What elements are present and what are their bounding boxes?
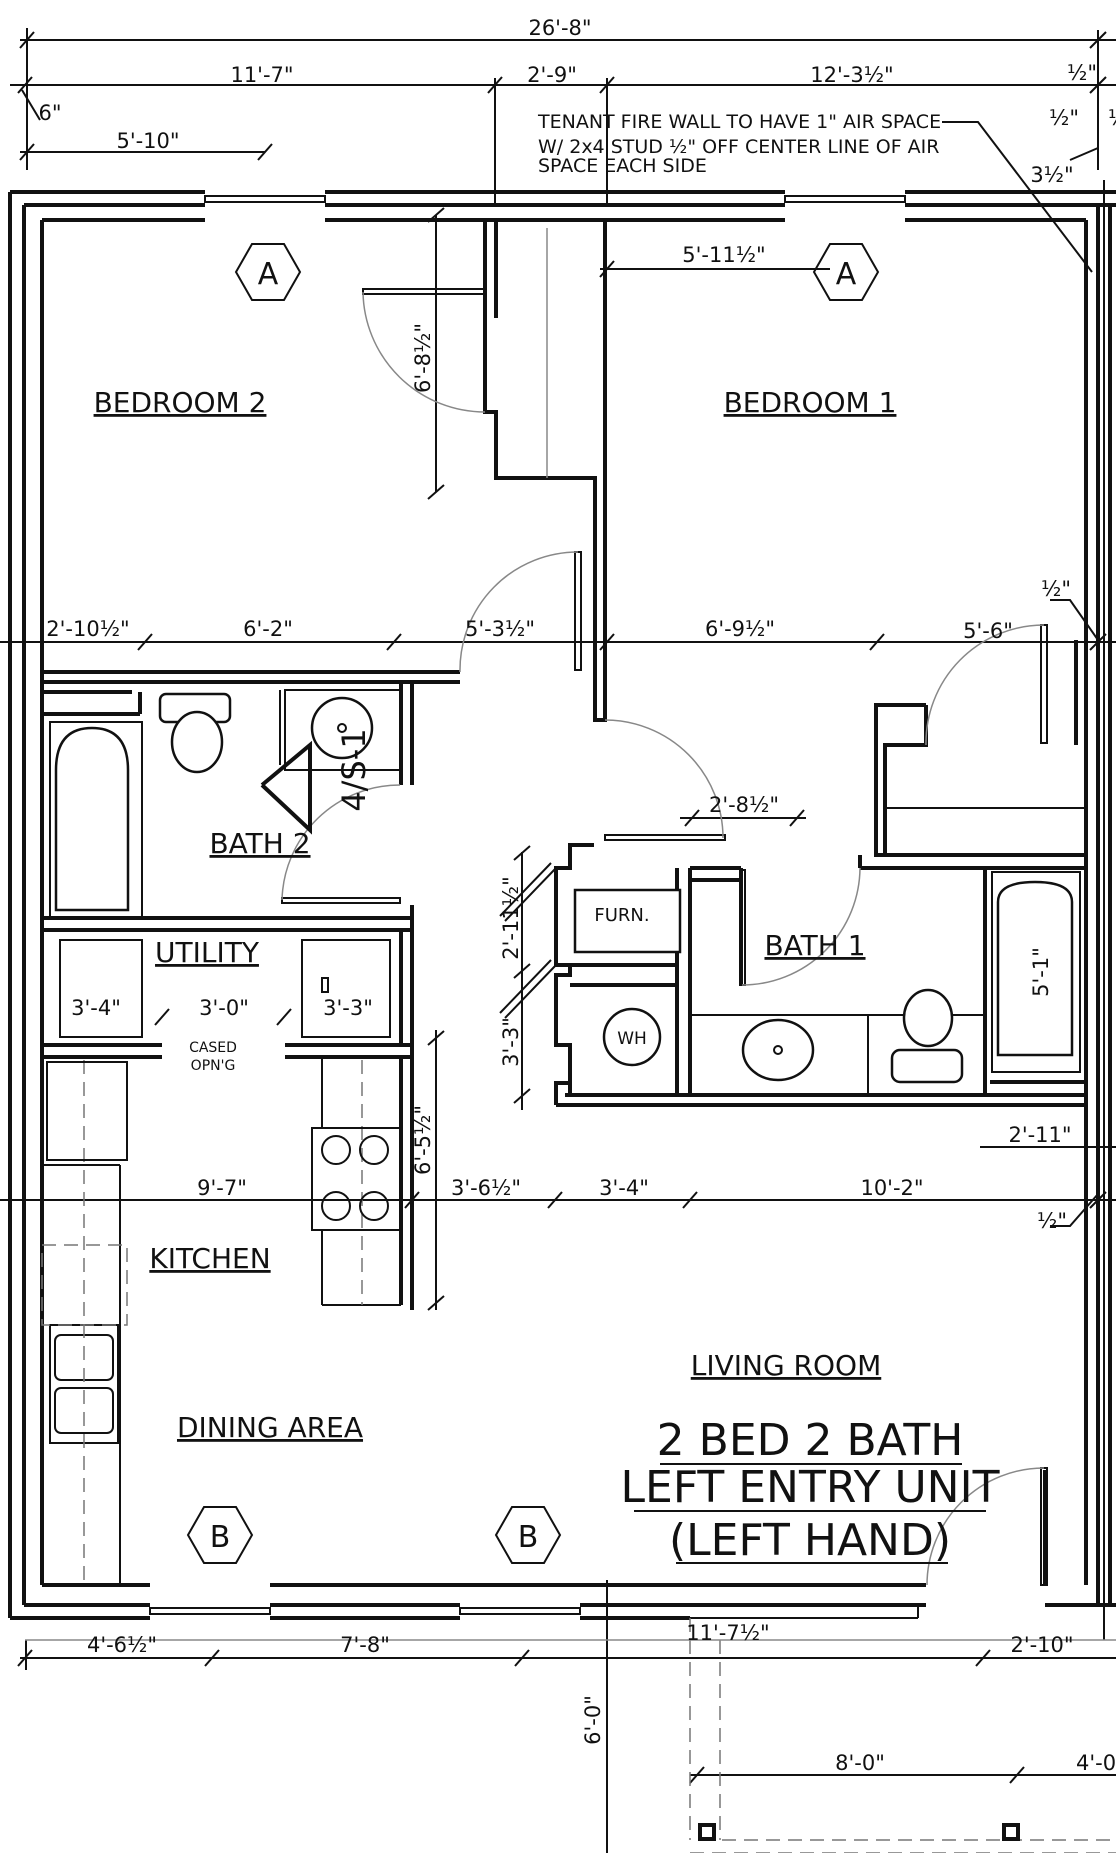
- dim-5-10: 5'-10": [116, 129, 179, 153]
- dim-11-7h: 11'-7½": [686, 1621, 769, 1645]
- dim-2-8h: 2'-8½": [709, 793, 779, 817]
- dim-3-0: 3'-0": [199, 996, 249, 1020]
- dim-3h: 3½": [1030, 163, 1073, 187]
- title-line-3: (LEFT HAND): [669, 1515, 951, 1566]
- room-bath-2: BATH 2: [209, 827, 310, 860]
- dim-5-3h: 5'-3½": [465, 617, 535, 641]
- tag-b1-label: B: [210, 1520, 231, 1555]
- dim-2-11: 2'-11": [1008, 1123, 1071, 1147]
- laundry-dryer: [301, 939, 391, 1038]
- dim-3-4: 3'-4": [599, 1176, 649, 1200]
- tag-a2-label: A: [836, 257, 857, 292]
- dim-4-0: 4'-0: [1076, 1751, 1116, 1775]
- toilet-bowl-1: [902, 988, 954, 1048]
- furnace-label: FURN.: [594, 905, 649, 926]
- dim-3-3-closet: 3'-3": [499, 1017, 523, 1067]
- room-kitchen: KITCHEN: [149, 1242, 270, 1275]
- dim-5-1: 5'-1": [1029, 947, 1053, 997]
- bathtub-1: [996, 880, 1074, 1057]
- dim-half-top: ½": [1067, 61, 1097, 85]
- note-line-2: W/ 2x4 STUD ½" OFF CENTER LINE OF AIR: [538, 136, 940, 158]
- note-line-1: TENANT FIRE WALL TO HAVE 1" AIR SPACE: [537, 111, 941, 133]
- dim-half-r1: ½": [1049, 106, 1079, 130]
- hex-tag-a1: [234, 243, 302, 301]
- hex-tag-a2: [812, 243, 880, 301]
- dim-2-9: 2'-9": [527, 63, 577, 87]
- water-heater-label: WH: [617, 1029, 647, 1049]
- dim-3-4-utility: 3'-4": [71, 996, 121, 1020]
- dim-8-0: 8'-0": [835, 1751, 885, 1775]
- dim-3-3-utility: 3'-3": [323, 996, 373, 1020]
- laundry-washer: [59, 939, 143, 1038]
- dim-half-low: ½": [1037, 1209, 1067, 1233]
- cased-opening-label-2: OPN'G: [191, 1058, 236, 1074]
- dim-12-3h: 12'-3½": [810, 63, 893, 87]
- bathtub-2: [54, 726, 130, 912]
- room-bedroom-1: BEDROOM 1: [724, 386, 897, 419]
- dim-10-2: 10'-2": [860, 1176, 923, 1200]
- title-line-1: 2 BED 2 BATH: [657, 1415, 964, 1466]
- unit-title: 2 BED 2 BATH LEFT ENTRY UNIT (LEFT HAND): [621, 1415, 1000, 1566]
- dim-half-mid: ½": [1041, 577, 1071, 601]
- dim-11-7: 11'-7": [230, 63, 293, 87]
- furnace: [573, 888, 682, 954]
- cased-opening-label-1: CASED: [189, 1040, 237, 1056]
- sink-1: [741, 1018, 815, 1082]
- room-dining: DINING AREA: [177, 1411, 363, 1444]
- dim-3-6h: 3'-6½": [451, 1176, 521, 1200]
- dim-overall: 26'-8": [528, 16, 591, 40]
- dim-6in: 6": [38, 101, 61, 125]
- tag-b2-label: B: [518, 1520, 539, 1555]
- dim-6-8h: 6'-8½": [411, 323, 435, 393]
- dim-4-6h: 4'-6½": [87, 1633, 157, 1657]
- dim-2-10: 2'-10": [1010, 1633, 1073, 1657]
- dim-6-0: 6'-0": [581, 1695, 605, 1745]
- dim-7-8: 7'-8": [340, 1633, 390, 1657]
- water-heater: [602, 1007, 662, 1067]
- dim-9-7: 9'-7": [197, 1176, 247, 1200]
- dim-half-r2: ½": [1108, 106, 1116, 130]
- dim-5-6: 5'-6": [963, 619, 1013, 643]
- room-labels: BEDROOM 2 BEDROOM 1 BATH 2 BATH 1 UTILIT…: [94, 386, 897, 1444]
- dim-6-2: 6'-2": [243, 617, 293, 641]
- window-openings: [149, 195, 919, 1619]
- detail-tag: 4/S-1: [335, 728, 373, 811]
- dim-6-5h: 6'-5½": [411, 1105, 435, 1175]
- range: [311, 1127, 401, 1231]
- title-line-2: LEFT ENTRY UNIT: [621, 1462, 1000, 1513]
- sink-2: [310, 696, 374, 760]
- room-utility: UTILITY: [155, 936, 260, 969]
- section-tags: A A B B 4/S-1: [186, 243, 880, 1564]
- kitchen-casework: [41, 1057, 401, 1585]
- toilet-tank-1: [890, 1048, 964, 1084]
- room-bath-1: BATH 1: [764, 929, 865, 962]
- dim-6-9h: 6'-9½": [705, 617, 775, 641]
- doors: [260, 288, 1048, 1586]
- room-bedroom-2: BEDROOM 2: [94, 386, 267, 419]
- room-living: LIVING ROOM: [691, 1349, 882, 1382]
- dim-2-11h: 2'-11½": [499, 876, 523, 959]
- plumbing-fixtures: [49, 689, 1081, 1444]
- hex-tag-b2: [494, 1506, 562, 1564]
- fire-wall-note: TENANT FIRE WALL TO HAVE 1" AIR SPACE W/…: [537, 111, 941, 177]
- tag-a1-label: A: [258, 257, 279, 292]
- dim-2-10h: 2'-10½": [46, 617, 129, 641]
- interior-walls: [42, 220, 1088, 1310]
- note-line-3: SPACE EACH SIDE: [538, 155, 707, 177]
- dimension-lines: [0, 28, 1116, 1853]
- hex-tag-b1: [186, 1506, 254, 1564]
- exterior-walls: [8, 190, 1116, 1620]
- toilet-bowl-2: [170, 710, 224, 774]
- dimension-labels: 26'-8" 11'-7" 2'-9" 12'-3½" ½" 6" 5'-10"…: [38, 16, 1116, 1775]
- porch: [25, 1618, 1116, 1853]
- dim-5-11h: 5'-11½": [682, 243, 765, 267]
